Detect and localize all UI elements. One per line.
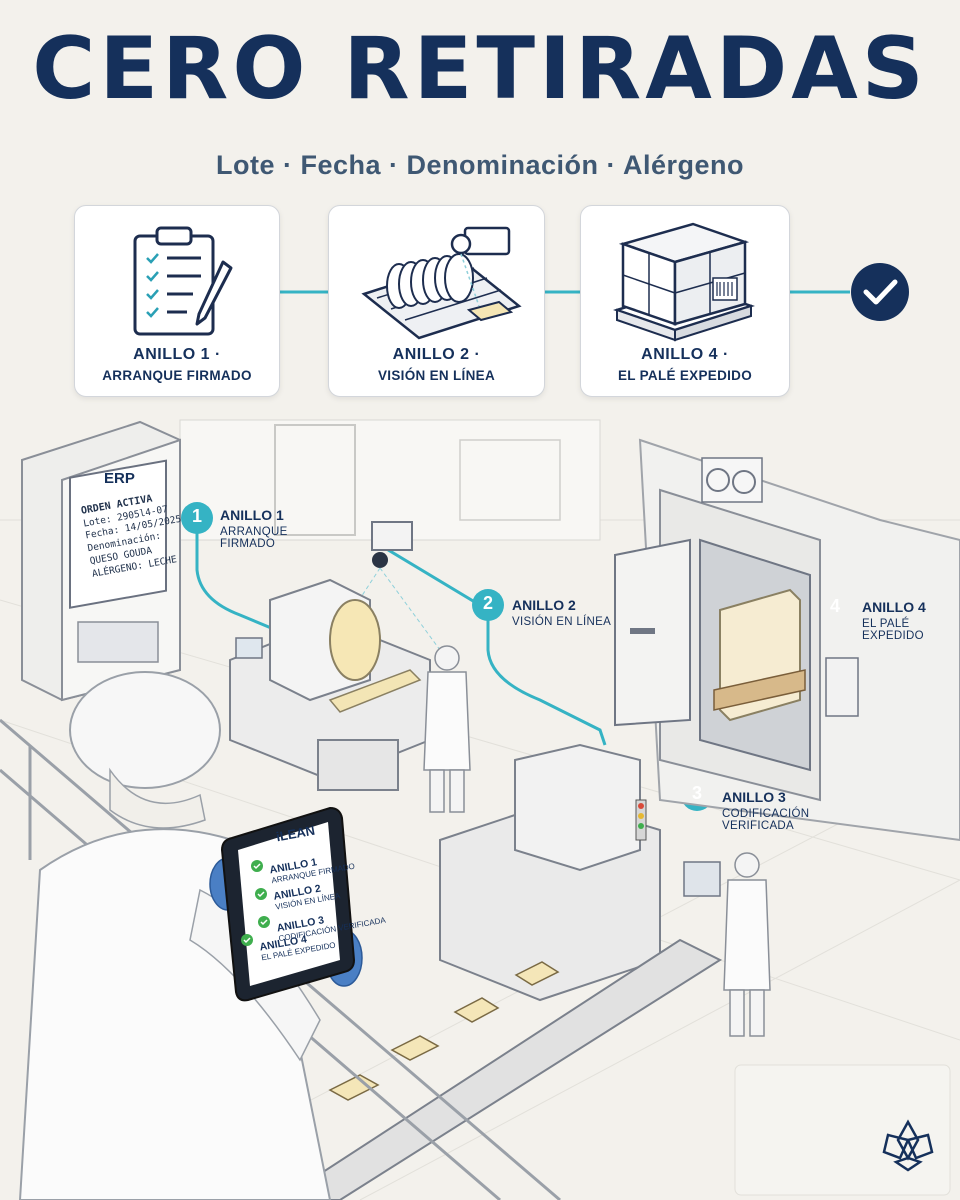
ring-4-sub1: EL PALÉ	[862, 617, 910, 630]
clipboard-checklist-icon	[133, 226, 233, 336]
check-circle-icon	[851, 263, 909, 321]
ring-2-title: ANILLO 2	[512, 597, 576, 613]
operator-figure	[723, 852, 771, 1037]
ring-3-label: ANILLO 3 CODIFICACIÓN VERIFICADA	[722, 790, 809, 832]
erp-terminal	[21, 420, 181, 702]
ring-4-number: 4	[829, 596, 840, 616]
ring-3-title: ANILLO 3	[722, 789, 786, 805]
conveyor-belt	[278, 938, 723, 1200]
page-subtitle: Lote · Fecha · Denominación · Alérgeno	[215, 150, 745, 180]
card-anillo-2: ANILLO 2 · VISIÓN EN LÍNEA	[328, 205, 545, 397]
ring-2-sub1: VISIÓN EN LÍNEA	[512, 615, 612, 628]
packaging-machine	[439, 743, 721, 1002]
ring-4-label: ANILLO 4 EL PALÉ EXPEDIDO	[862, 600, 926, 642]
card-3-line1: ANILLO 4 ·	[641, 346, 729, 363]
card-anillo-4: ANILLO 4 · EL PALÉ EXPEDIDO	[580, 205, 790, 397]
ring-2-number: 2	[482, 593, 493, 613]
card-anillo-1: ANILLO 1 · ARRANQUE FIRMADO	[74, 205, 280, 397]
worker-figure	[423, 645, 471, 813]
brand-logo-icon	[734, 1064, 951, 1196]
pallet-icon	[613, 222, 755, 342]
ring-3-sub1: CODIFICACIÓN	[722, 807, 810, 820]
ring-4-sub2: EXPEDIDO	[862, 629, 924, 642]
vision-camera-icon	[361, 226, 522, 340]
ring-3-sub2: VERIFICADA	[722, 819, 795, 832]
cold-storage-room	[614, 438, 960, 842]
card-2-line2: VISIÓN EN LÍNEA	[377, 368, 495, 383]
card-connector	[278, 263, 909, 321]
card-1-line1: ANILLO 1 ·	[133, 346, 221, 363]
tablet-device	[220, 806, 356, 1002]
ring-1-label: ANILLO 1 ARRANQUE FIRMADO	[220, 508, 288, 550]
ring-1-number: 1	[191, 506, 202, 526]
card-3-line2: EL PALÉ EXPEDIDO	[617, 368, 753, 383]
card-1-line2: ARRANQUE FIRMADO	[102, 368, 252, 383]
ring-1-sub1: ARRANQUE	[220, 525, 288, 538]
ring-3-number: 3	[691, 783, 702, 803]
card-2-line1: ANILLO 2 ·	[392, 346, 481, 363]
ring-2-marker	[472, 589, 504, 621]
ring-1-title: ANILLO 1	[220, 507, 284, 523]
ring-1-marker	[181, 502, 213, 534]
vision-camera	[319, 521, 441, 661]
ring-1-sub2: FIRMADO	[220, 537, 276, 550]
ring-4-title: ANILLO 4	[862, 599, 926, 615]
page-title: CERO RETIRADAS	[32, 19, 928, 119]
erp-label: ERP	[104, 470, 135, 487]
ring-2-label: ANILLO 2 VISIÓN EN LÍNEA	[512, 598, 611, 628]
factory-scene	[0, 419, 960, 1200]
slicer-machine	[229, 578, 431, 791]
